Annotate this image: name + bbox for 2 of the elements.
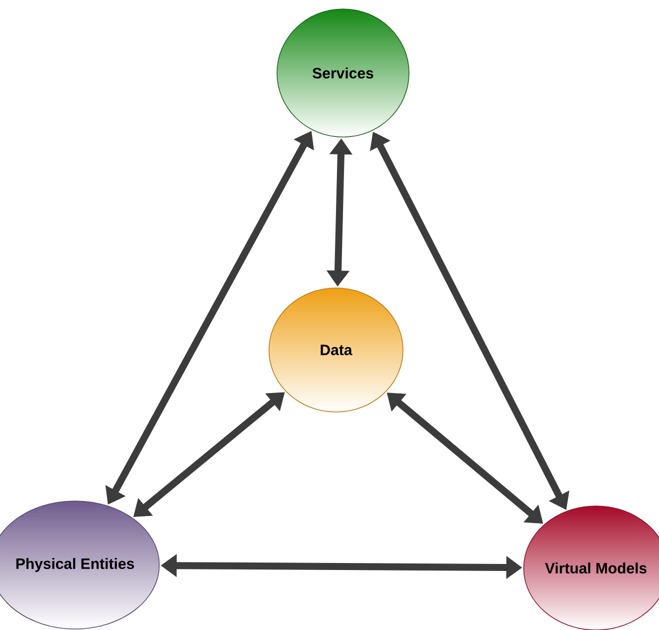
- circle-node: Data: [268, 288, 404, 412]
- circle-node: Services: [276, 8, 410, 138]
